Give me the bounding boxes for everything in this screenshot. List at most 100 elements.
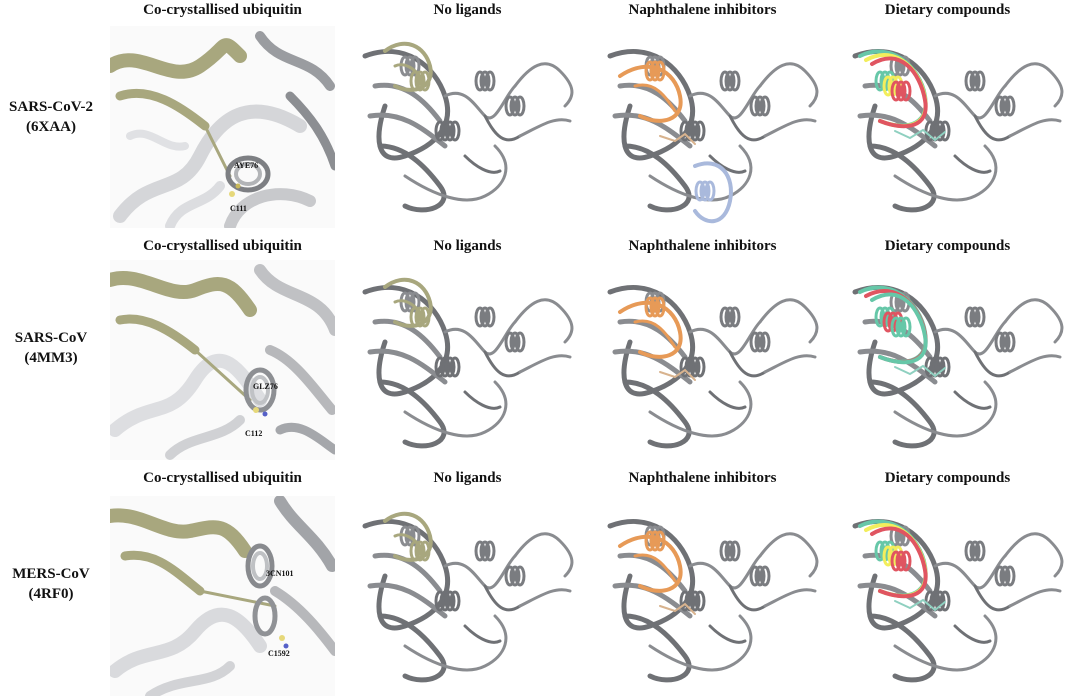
protein-helix (444, 356, 456, 378)
protein-strand (728, 350, 767, 378)
ligand-overlay (383, 277, 433, 328)
ligand-overlay (383, 511, 433, 562)
protein-helix (729, 540, 741, 562)
protein-strand (463, 624, 502, 644)
dietary-helix (900, 316, 912, 338)
protein-helix (994, 565, 1006, 587)
protein-strand (1008, 588, 1062, 608)
dietary-helix (895, 80, 907, 102)
ubiquitin-helix (414, 306, 426, 328)
panel-mers-cov-dietary (835, 496, 1080, 696)
ligand-overlay (858, 49, 946, 142)
protein-helix (474, 540, 486, 562)
ligand-residue-label: 3CN101 (266, 569, 294, 578)
protein-helix (479, 540, 491, 562)
panel-sars-cov-no-ligands (345, 262, 585, 462)
protein-strand (1008, 118, 1062, 138)
dietary-ligand (894, 598, 946, 612)
inhibitor-ribbon (693, 161, 733, 224)
protein-helix (759, 331, 771, 353)
protein-strand (758, 62, 819, 108)
col-title-r3-c3: Naphthalene inhibitors (628, 470, 777, 486)
naphthalene-helix (644, 60, 656, 82)
protein-strand (953, 154, 992, 174)
protein-strand (1003, 298, 1064, 344)
dietary-helix (890, 316, 902, 338)
naphthalene-helix (649, 60, 661, 82)
protein-helix (924, 590, 936, 612)
protein-helix (724, 306, 736, 328)
ubiquitin-helix (409, 70, 421, 92)
panel-sars-cov-naphthalene (590, 262, 830, 462)
protein-strand (867, 379, 937, 449)
protein-strand (1008, 354, 1062, 374)
protein-helix (999, 565, 1011, 587)
panel-sars-cov-2-dietary (835, 26, 1080, 231)
protein-helix (509, 331, 521, 353)
protein-helix (749, 95, 761, 117)
protein-helix (759, 95, 771, 117)
ligand-overlay (383, 41, 433, 92)
protein-strand (867, 143, 937, 213)
naphthalene-helix (649, 530, 661, 552)
protein-helix (924, 356, 936, 378)
ligand-residue-label: GLZ76 (253, 382, 278, 391)
protein-helix (1004, 95, 1016, 117)
protein-ribbon-image (607, 285, 819, 449)
protein-helix (974, 540, 986, 562)
protein-strand (518, 354, 572, 374)
protein-helix (474, 306, 486, 328)
zoom-panel-sars-cov: GLZ76 C112 (110, 260, 335, 460)
catalytic-residue-label: C111 (230, 204, 247, 213)
protein-strand (893, 380, 998, 438)
protein-strand (483, 350, 522, 378)
protein-strand (728, 584, 767, 612)
protein-strand (893, 144, 998, 202)
protein-helix (504, 565, 516, 587)
col-title-r1-c3: Naphthalene inhibitors (628, 2, 777, 18)
protein-helix (409, 55, 421, 77)
protein-ribbon-image (362, 41, 574, 213)
ubiquitin-helix (414, 540, 426, 562)
protein-helix (689, 590, 701, 612)
protein-strand (372, 552, 443, 594)
protein-strand (377, 379, 447, 449)
protein-strand (893, 614, 998, 672)
protein-strand (622, 143, 692, 213)
protein-strand (763, 118, 817, 138)
dietary-ribbon (870, 292, 928, 365)
protein-helix (719, 70, 731, 92)
ubiquitin-helix (409, 540, 421, 562)
row-label-mers-cov: MERS-CoV (4RF0) (0, 564, 102, 604)
protein-helix (969, 70, 981, 92)
naphthalene-ligand (659, 132, 696, 145)
naphthalene-helix (644, 530, 656, 552)
panel-mers-cov-no-ligands (345, 496, 585, 696)
protein-helix (434, 356, 446, 378)
dietary-helix (895, 550, 907, 572)
protein-ribbon-image (852, 285, 1064, 449)
protein-helix (679, 356, 691, 378)
dietary-helix (895, 316, 907, 338)
naphthalene-helix (654, 60, 666, 82)
naphthalene-ligand (659, 368, 696, 381)
row-label-pdb: (6XAA) (26, 119, 76, 135)
protein-helix (964, 540, 976, 562)
row-label-pdb: (4MM3) (24, 350, 78, 366)
protein-strand (518, 588, 572, 608)
protein-strand (1003, 62, 1064, 108)
protein-helix (514, 331, 526, 353)
protein-helix (749, 331, 761, 353)
ubiquitin-helix (419, 540, 431, 562)
protein-strand (1003, 532, 1064, 578)
protein-ribbon-image (362, 277, 574, 449)
protein-strand (622, 613, 692, 683)
protein-helix (514, 95, 526, 117)
dietary-ribbon (870, 56, 928, 129)
dietary-ligand (894, 364, 946, 378)
ubiquitin-binding-site-image: AYE76 C111 (110, 26, 335, 228)
protein-strand (953, 390, 992, 410)
catalytic-residue-label: C112 (245, 429, 262, 438)
protein-ribbon-image (607, 49, 819, 224)
protein-helix (719, 540, 731, 562)
